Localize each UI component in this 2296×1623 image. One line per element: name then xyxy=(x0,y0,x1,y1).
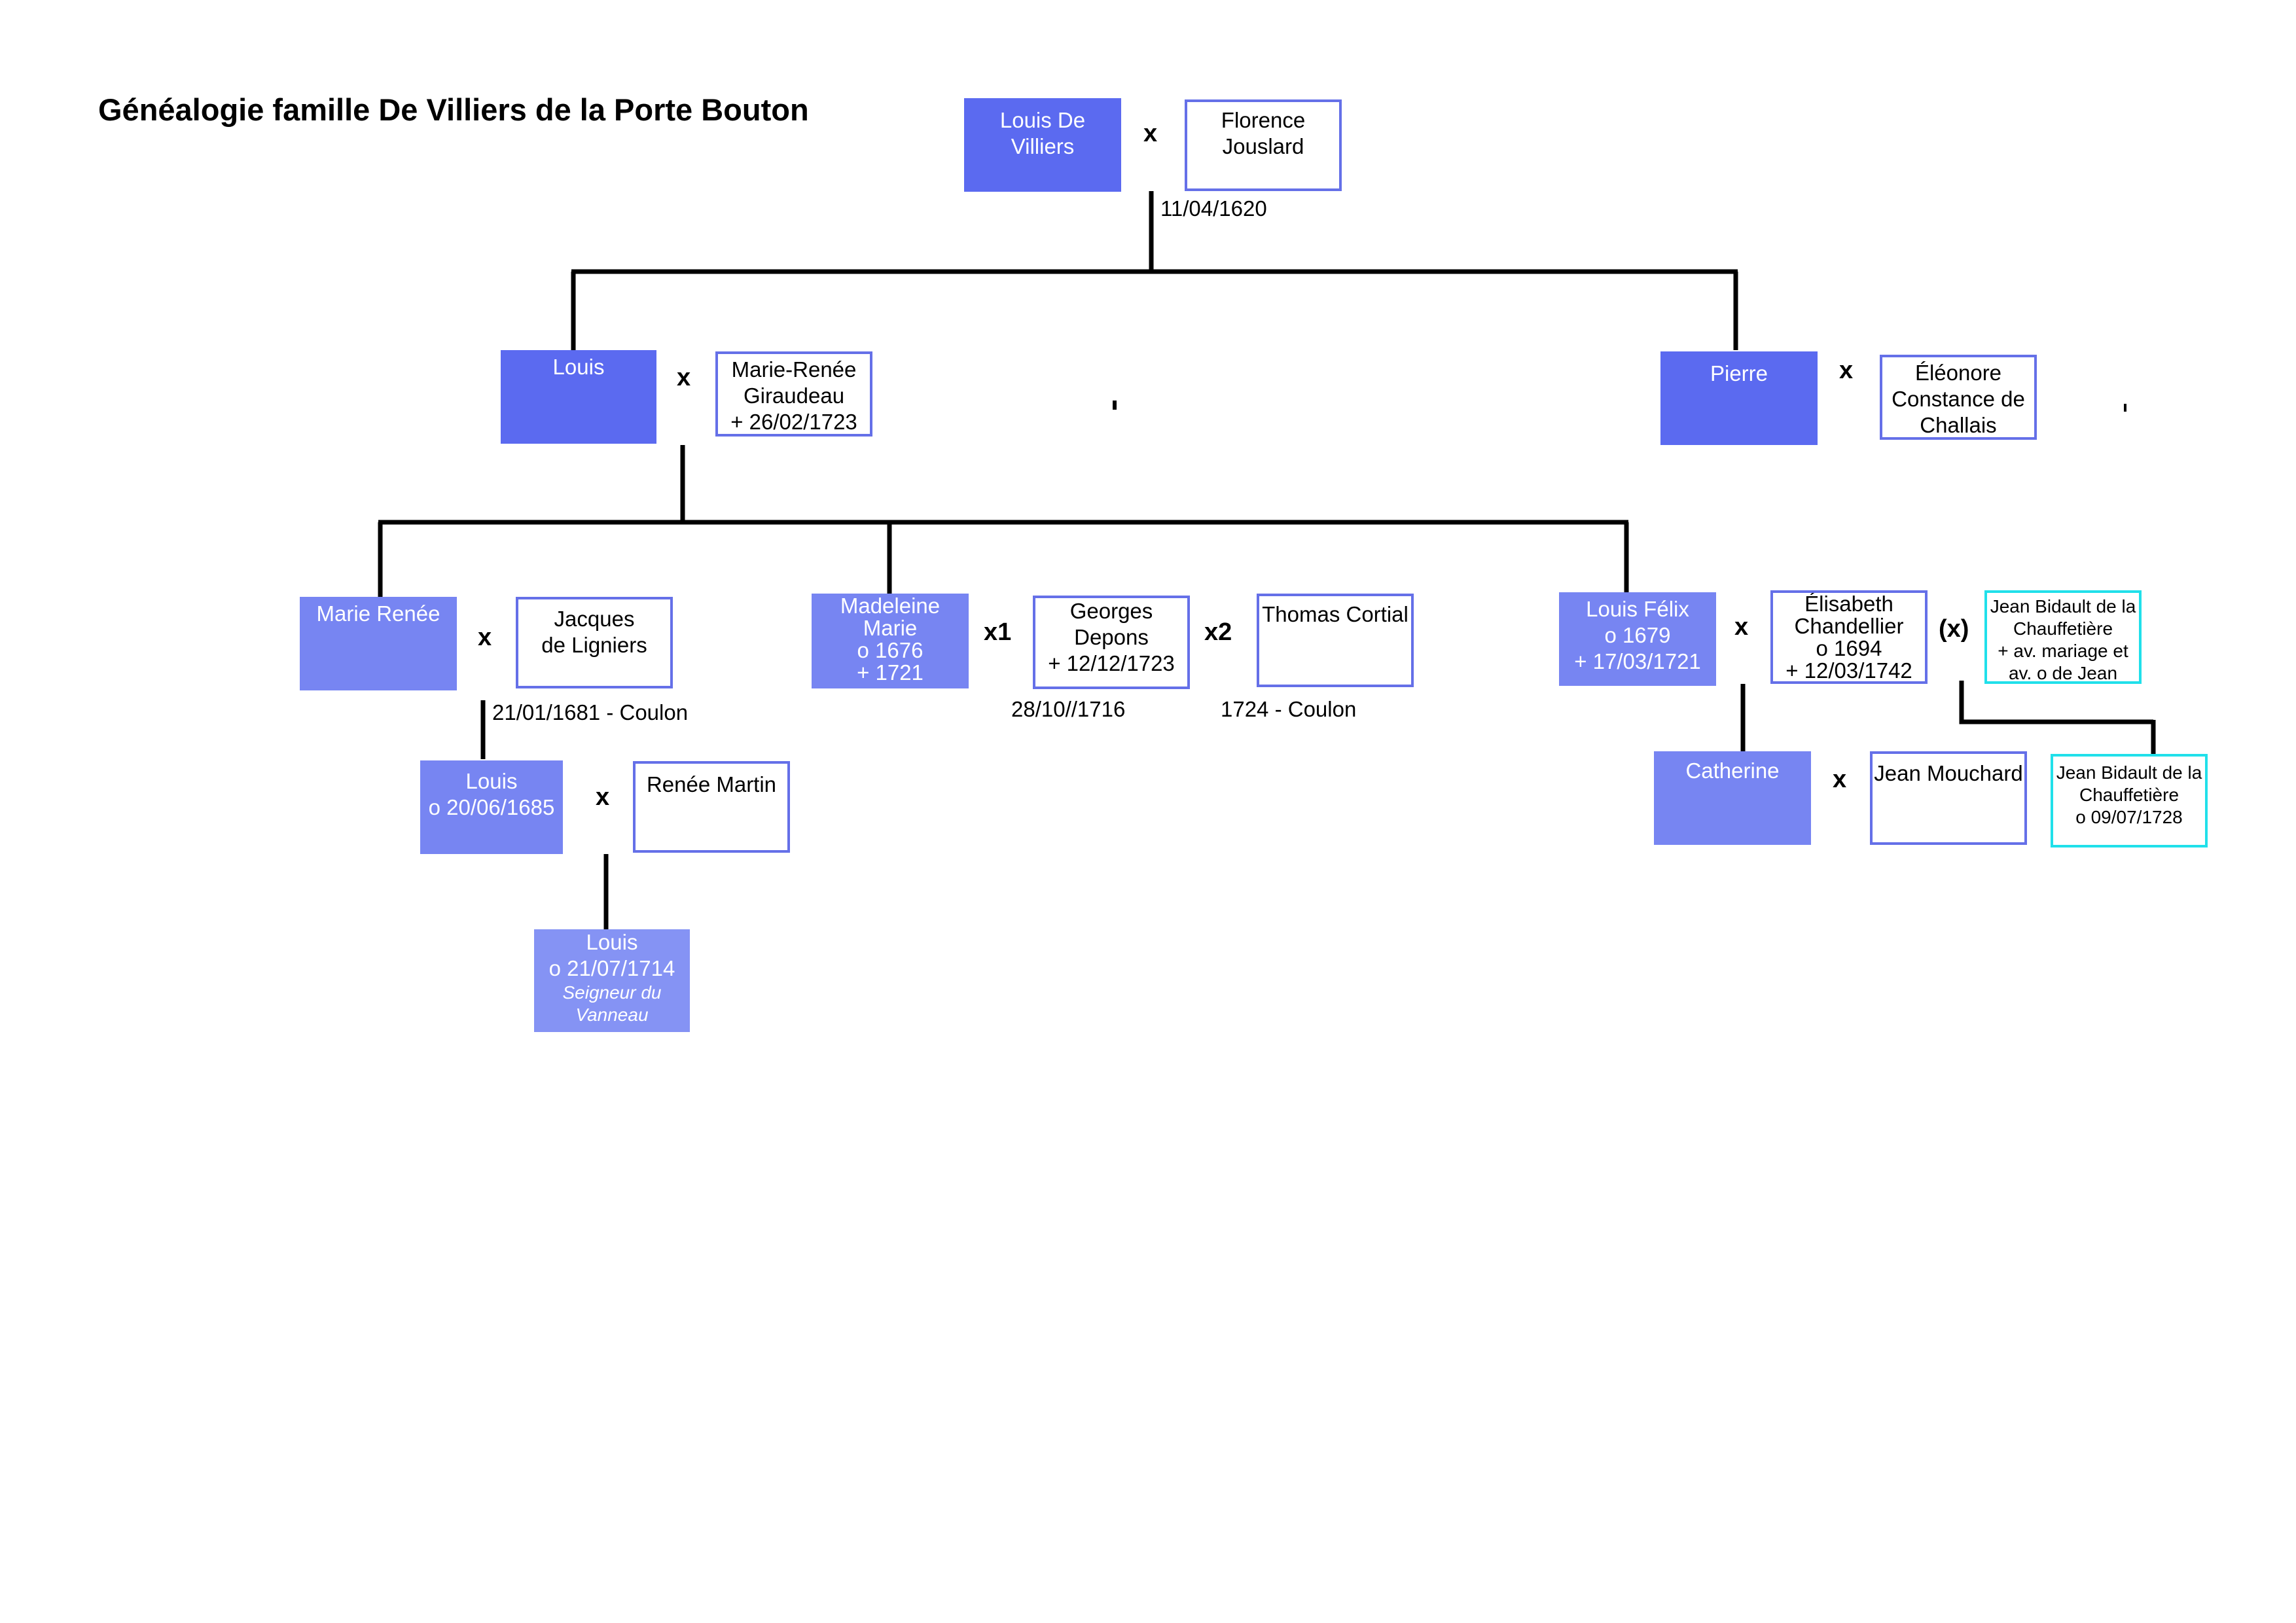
person-renee-martin: Renée Martin xyxy=(633,761,790,853)
person-eleonore-constance-de-challais: Éléonore Constance de Challais xyxy=(1880,355,2037,440)
union-mark: x xyxy=(1839,357,1854,384)
person-louis-1714: Louis o 21/07/1714 Seigneur du Vanneau xyxy=(534,929,690,1032)
marriage-date: 28/10//1716 xyxy=(1011,697,1126,721)
line-second-union-child xyxy=(1959,681,2156,758)
union-mark: x xyxy=(1734,613,1749,641)
union-mark: x xyxy=(596,783,610,811)
title-note: Vanneau xyxy=(575,1005,649,1025)
person-florence-jouslard: Florence Jouslard xyxy=(1185,99,1342,191)
person-catherine: Catherine xyxy=(1654,751,1811,845)
union-mark: x xyxy=(478,624,492,651)
person-louis-1685: Louis o 20/06/1685 xyxy=(420,760,563,854)
person-jean-bidault-de-la-chauffetiere-senior: Jean Bidault de la Chauffetière + av. ma… xyxy=(1984,590,2142,684)
page-title: Généalogie famille De Villiers de la Por… xyxy=(98,92,809,127)
person-louis: Louis xyxy=(501,350,656,444)
person-jacques-de-ligniers: Jacques de Ligniers xyxy=(516,597,673,688)
union-mark: x xyxy=(1143,120,1158,147)
union-mark: x xyxy=(677,364,691,391)
person-louis-de-villiers: Louis De Villiers xyxy=(964,98,1121,192)
person-thomas-cortial: Thomas Cortial xyxy=(1257,594,1414,687)
second-union-mark: x2 xyxy=(1204,618,1232,646)
first-union-mark: x1 xyxy=(984,618,1012,646)
person-pierre: Pierre xyxy=(1660,351,1818,445)
person-madeleine-marie: Madeleine Marie o 1676 + 1721 xyxy=(812,594,969,688)
stray-mark xyxy=(2124,404,2126,412)
person-marie-renee-giraudeau: Marie-Renée Giraudeau + 26/02/1723 xyxy=(715,351,872,437)
person-georges-depons: Georges Depons + 12/12/1723 xyxy=(1033,596,1190,689)
title-note: Seigneur du xyxy=(562,982,662,1003)
informal-union-mark: (x) xyxy=(1939,615,1969,643)
person-jean-bidault-de-la-chauffetiere-junior: Jean Bidault de la Chauffetière o 09/07/… xyxy=(2051,754,2208,847)
person-louis-felix: Louis Félix o 1679 + 17/03/1721 xyxy=(1559,592,1716,686)
person-elisabeth-chandellier: Élisabeth Chandellier o 1694 + 12/03/174… xyxy=(1770,590,1928,684)
person-marie-renee: Marie Renée xyxy=(300,597,457,690)
marriage-date: 1724 - Coulon xyxy=(1221,697,1357,721)
stray-mark xyxy=(1113,401,1117,410)
person-jean-mouchard: Jean Mouchard xyxy=(1870,751,2027,845)
marriage-date: 21/01/1681 - Coulon xyxy=(492,700,689,724)
marriage-date: 11/04/1620 xyxy=(1160,196,1267,221)
union-mark: x xyxy=(1833,766,1847,793)
